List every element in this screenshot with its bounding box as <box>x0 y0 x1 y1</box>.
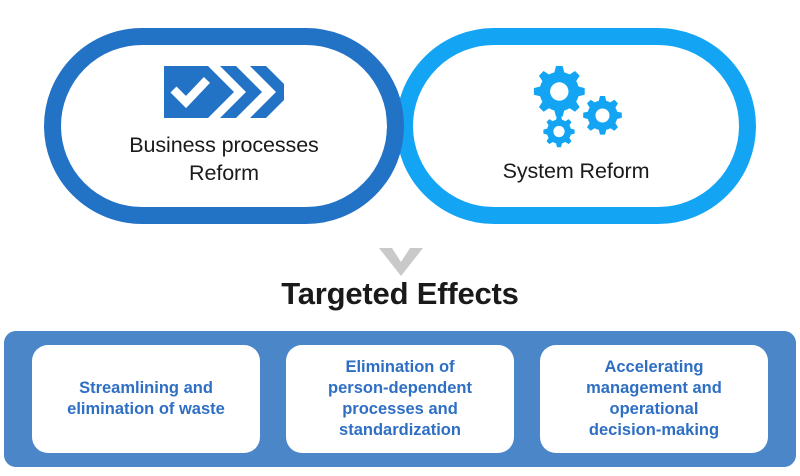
page-title: Targeted Effects <box>281 276 519 311</box>
interlocking-capsules: Business processes Reform <box>44 28 756 224</box>
check-arrows-icon <box>164 64 292 120</box>
chevron-down-icon <box>379 248 423 276</box>
capsule-label-system-reform: System Reform <box>502 159 650 184</box>
targeted-effects-panel: Streamlining and elimination of waste El… <box>4 331 796 467</box>
capsule-label-business-processes-reform: Business processes Reform <box>129 133 319 185</box>
gears-icon <box>524 66 628 152</box>
effect-box-accelerating-decisions[interactable]: Accelerating management and operational … <box>540 345 768 453</box>
capsule-system-reform[interactable]: System Reform <box>413 45 739 207</box>
effect-text: Elimination of person-dependent processe… <box>328 357 472 440</box>
effect-text: Accelerating management and operational … <box>586 357 722 440</box>
capsule-business-processes-reform[interactable]: Business processes Reform <box>61 45 387 207</box>
effect-box-streamlining[interactable]: Streamlining and elimination of waste <box>32 345 260 453</box>
effect-box-elimination-person-dependent[interactable]: Elimination of person-dependent processe… <box>286 345 514 453</box>
effect-text: Streamlining and elimination of waste <box>67 378 225 418</box>
